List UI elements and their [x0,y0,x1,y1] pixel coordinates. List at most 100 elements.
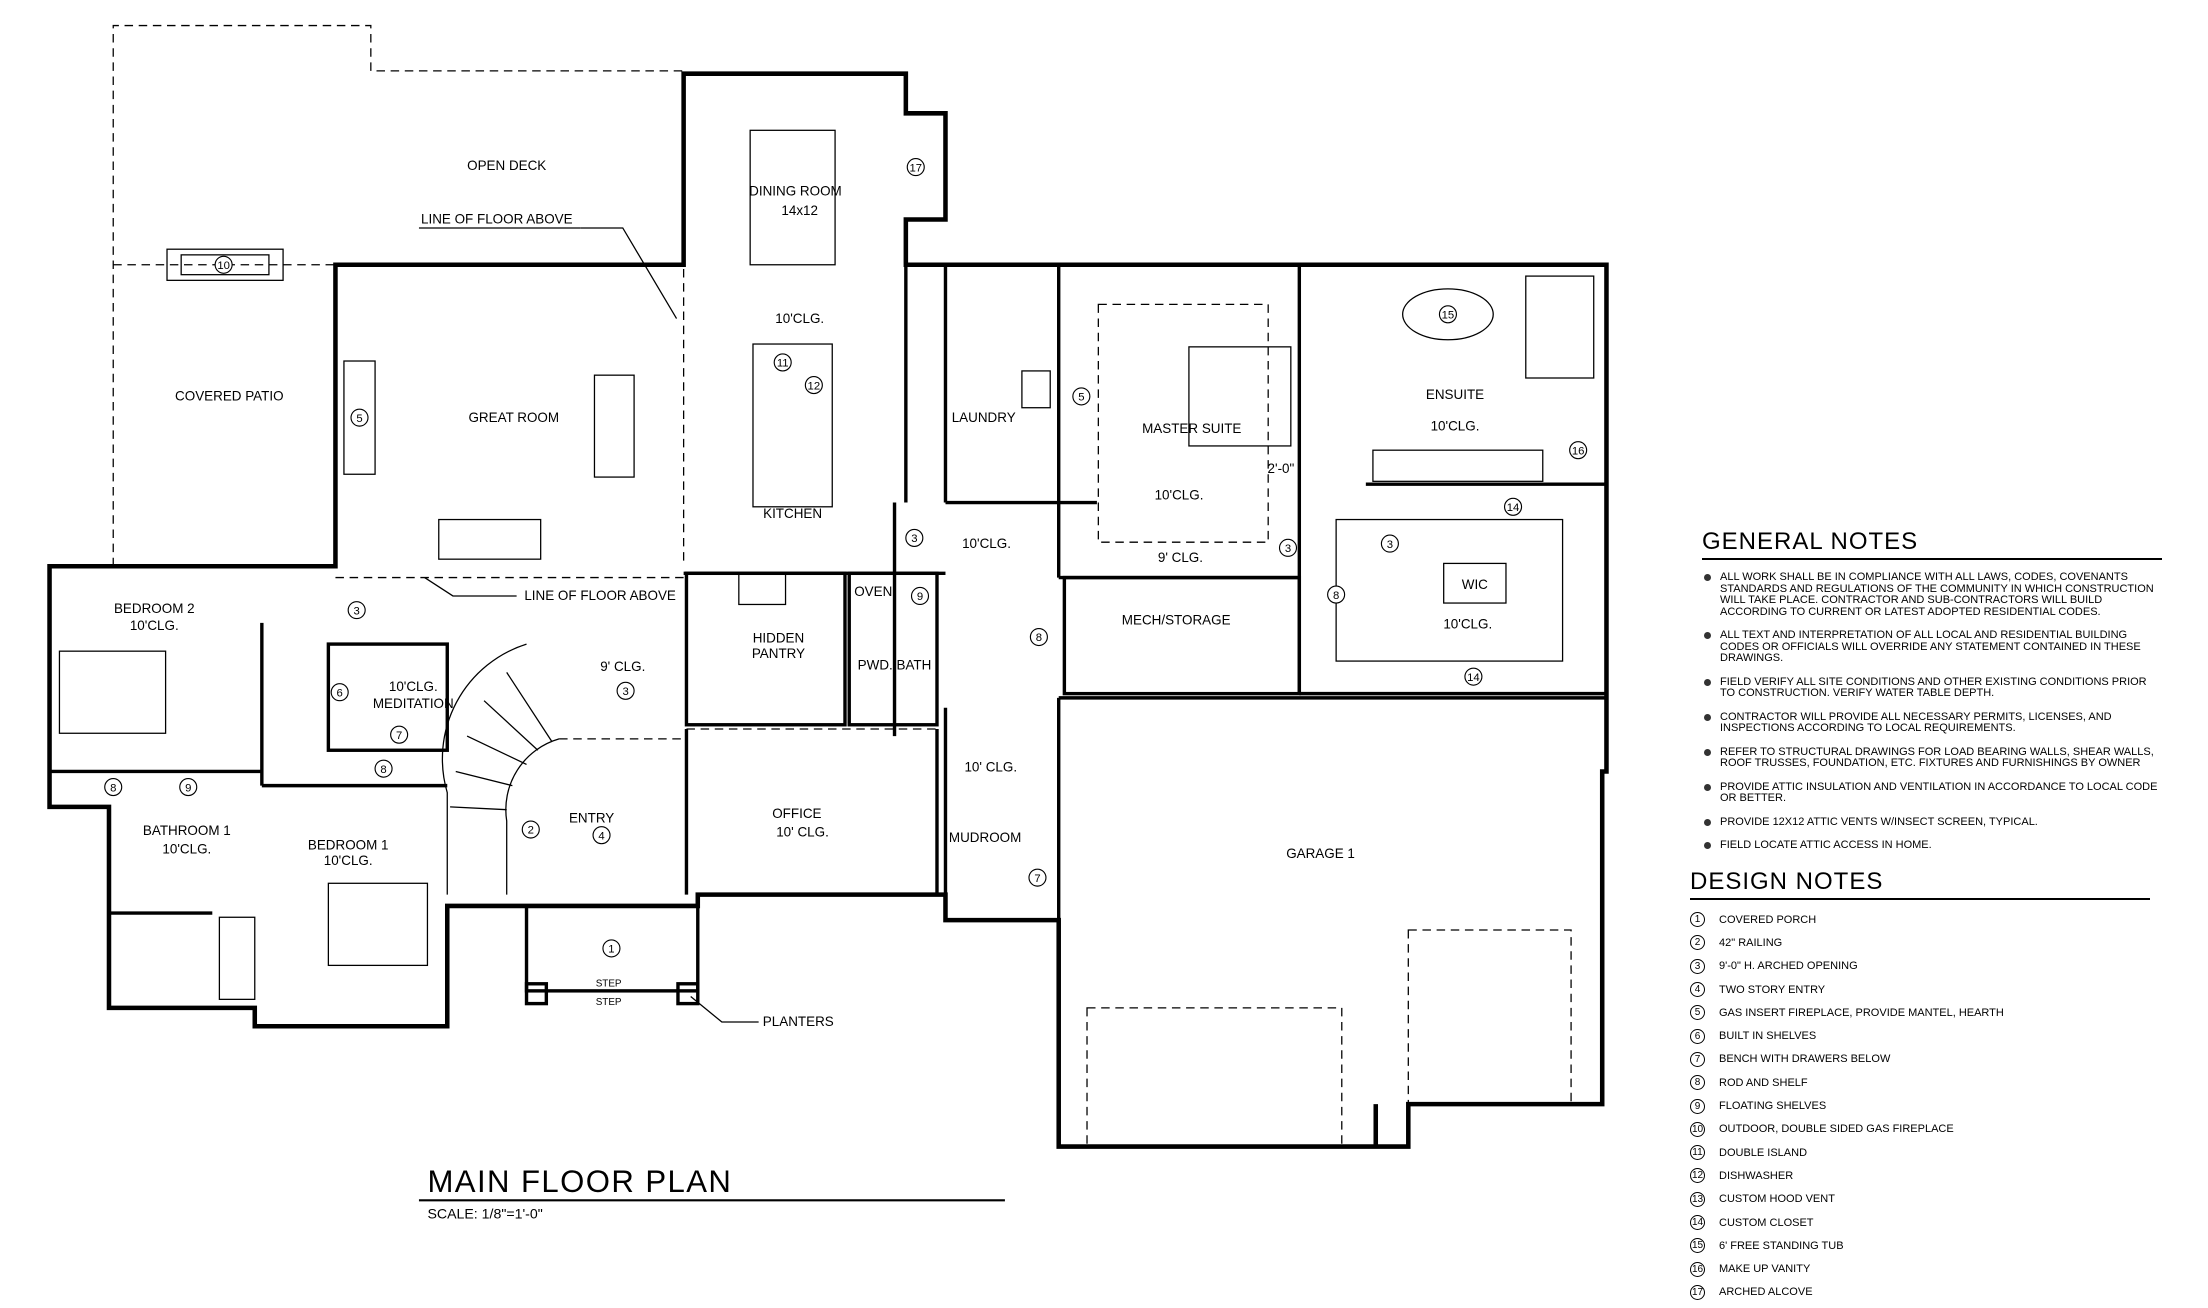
callout-number: 2 [528,825,534,837]
callout-number: 8 [1036,632,1042,644]
note-number-icon: 5 [1690,1005,1705,1021]
design-note-item: 17 ARCHED ALCOVE [1690,1281,2130,1304]
outdoor-fireplace [166,248,284,281]
callout-3: 3 [1380,534,1399,553]
callout-circle [1028,868,1047,887]
callout-number: 5 [356,413,362,425]
leader-lines [418,227,1005,1202]
callout-circle [616,681,635,700]
label-master-hall-clg: 9' CLG. [1158,550,1203,565]
kitchen-island [752,343,833,508]
design-note-text: ARCHED ALCOVE [1719,1286,1813,1299]
design-note-item: 14 CUSTOM CLOSET [1690,1211,2130,1234]
design-note-text: TWO STORY ENTRY [1719,983,1826,996]
callout-number: 9 [185,782,191,794]
label-kitchen: KITCHEN [763,506,822,521]
callout-14: 14 [1503,497,1523,516]
label-kitchen-clg: 10'CLG. [775,311,824,326]
callout-number: 8 [110,782,116,794]
closet [1335,518,1564,662]
design-note-text: 42" RAILING [1719,936,1783,949]
label-pwd-bath: PWD. BATH [858,658,932,673]
note-number-icon: 17 [1690,1284,1705,1300]
callout-3: 3 [347,601,366,620]
callout-14: 14 [1464,667,1483,686]
note-number-icon: 12 [1690,1168,1705,1184]
sofa [438,518,542,560]
label-step: STEP [596,997,622,1008]
design-note-text: DOUBLE ISLAND [1719,1146,1808,1159]
label-bathroom1: BATHROOM 1 [143,823,231,838]
note-number-icon: 1 [1690,912,1705,928]
note-number-icon: 13 [1690,1191,1705,1207]
note-number-icon: 16 [1690,1261,1705,1277]
callout-number: 11 [777,358,789,370]
general-note-item: PROVIDE 12X12 ATTIC VENTS W/INSECT SCREE… [1702,816,2160,829]
dining-table [749,129,836,266]
interior-walls [49,264,1607,1006]
general-notes: GENERAL NOTES ALL WORK SHALL BE IN COMPL… [1702,528,2182,864]
callout-number: 9 [917,591,923,603]
callout-number: 4 [598,830,604,842]
callout-circle [521,820,540,839]
fireplace [343,360,376,475]
design-note-text: OUTDOOR, DOUBLE SIDED GAS FIREPLACE [1719,1123,1954,1136]
callout-circle [1503,497,1523,516]
general-note-item: CONTRACTOR WILL PROVIDE ALL NECESSARY PE… [1702,711,2160,735]
bed [327,882,429,967]
label-ensuite: ENSUITE [1426,387,1484,402]
callout-circle [773,353,792,372]
general-note-item: ALL WORK SHALL BE IN COMPLIANCE WITH ALL… [1702,571,2160,618]
design-note-text: DISHWASHER [1719,1169,1794,1182]
callout-number: 15 [1442,310,1455,322]
callout-3: 3 [1278,538,1298,557]
callout-number: 16 [1572,445,1585,457]
label-ensuite-clg: 10'CLG. [1431,418,1480,433]
label-great-room: GREAT ROOM [468,410,559,425]
wic-island [1443,562,1507,604]
callout-circle [330,683,349,702]
label-dining-room: DINING ROOM [749,183,842,198]
design-notes-title: DESIGN NOTES [1690,868,2150,900]
label-wic: WIC [1462,577,1488,592]
design-note-text: MAKE UP VANITY [1719,1263,1811,1276]
design-note-text: CUSTOM CLOSET [1719,1216,1814,1229]
label-oven: OVEN [854,584,892,599]
drawing-title: MAIN FLOOR PLAN [427,1164,732,1199]
label-entry: ENTRY [569,810,614,825]
general-note-item: FIELD VERIFY ALL SITE CONDITIONS AND OTH… [1702,676,2160,700]
callout-number: 7 [396,730,402,742]
callout-number: 3 [354,605,360,617]
callout-circle [374,759,393,778]
label-open-deck: OPEN DECK [467,158,546,173]
callout-circle [1569,441,1588,460]
label-stair-clg: 9' CLG. [600,659,645,674]
general-note-item: REFER TO STRUCTURAL DRAWINGS FOR LOAD BE… [1702,746,2160,770]
callout-circle [804,376,823,395]
callout-circle [350,408,369,427]
design-note-text: CUSTOM HOOD VENT [1719,1193,1835,1206]
bathtub [218,916,256,1000]
note-number-icon: 14 [1690,1215,1705,1230]
label-line-floor-above: LINE OF FLOOR ABOVE [524,588,676,603]
label-meditation-clg: 10'CLG. [389,679,438,694]
design-note-item: 13 CUSTOM HOOD VENT [1690,1188,2130,1211]
drawing-scale: SCALE: 1/8"=1'-0" [427,1206,542,1222]
curved-staircase [441,643,560,895]
callout-circle [592,826,611,845]
callout-circle [1278,538,1298,557]
label-master-suite: MASTER SUITE [1142,421,1241,436]
callout-8: 8 [1327,585,1346,604]
label-line-floor-above: LINE OF FLOOR ABOVE [421,212,573,227]
callout-circle [1029,627,1048,647]
label-dimension: 2'-0" [1268,461,1295,476]
